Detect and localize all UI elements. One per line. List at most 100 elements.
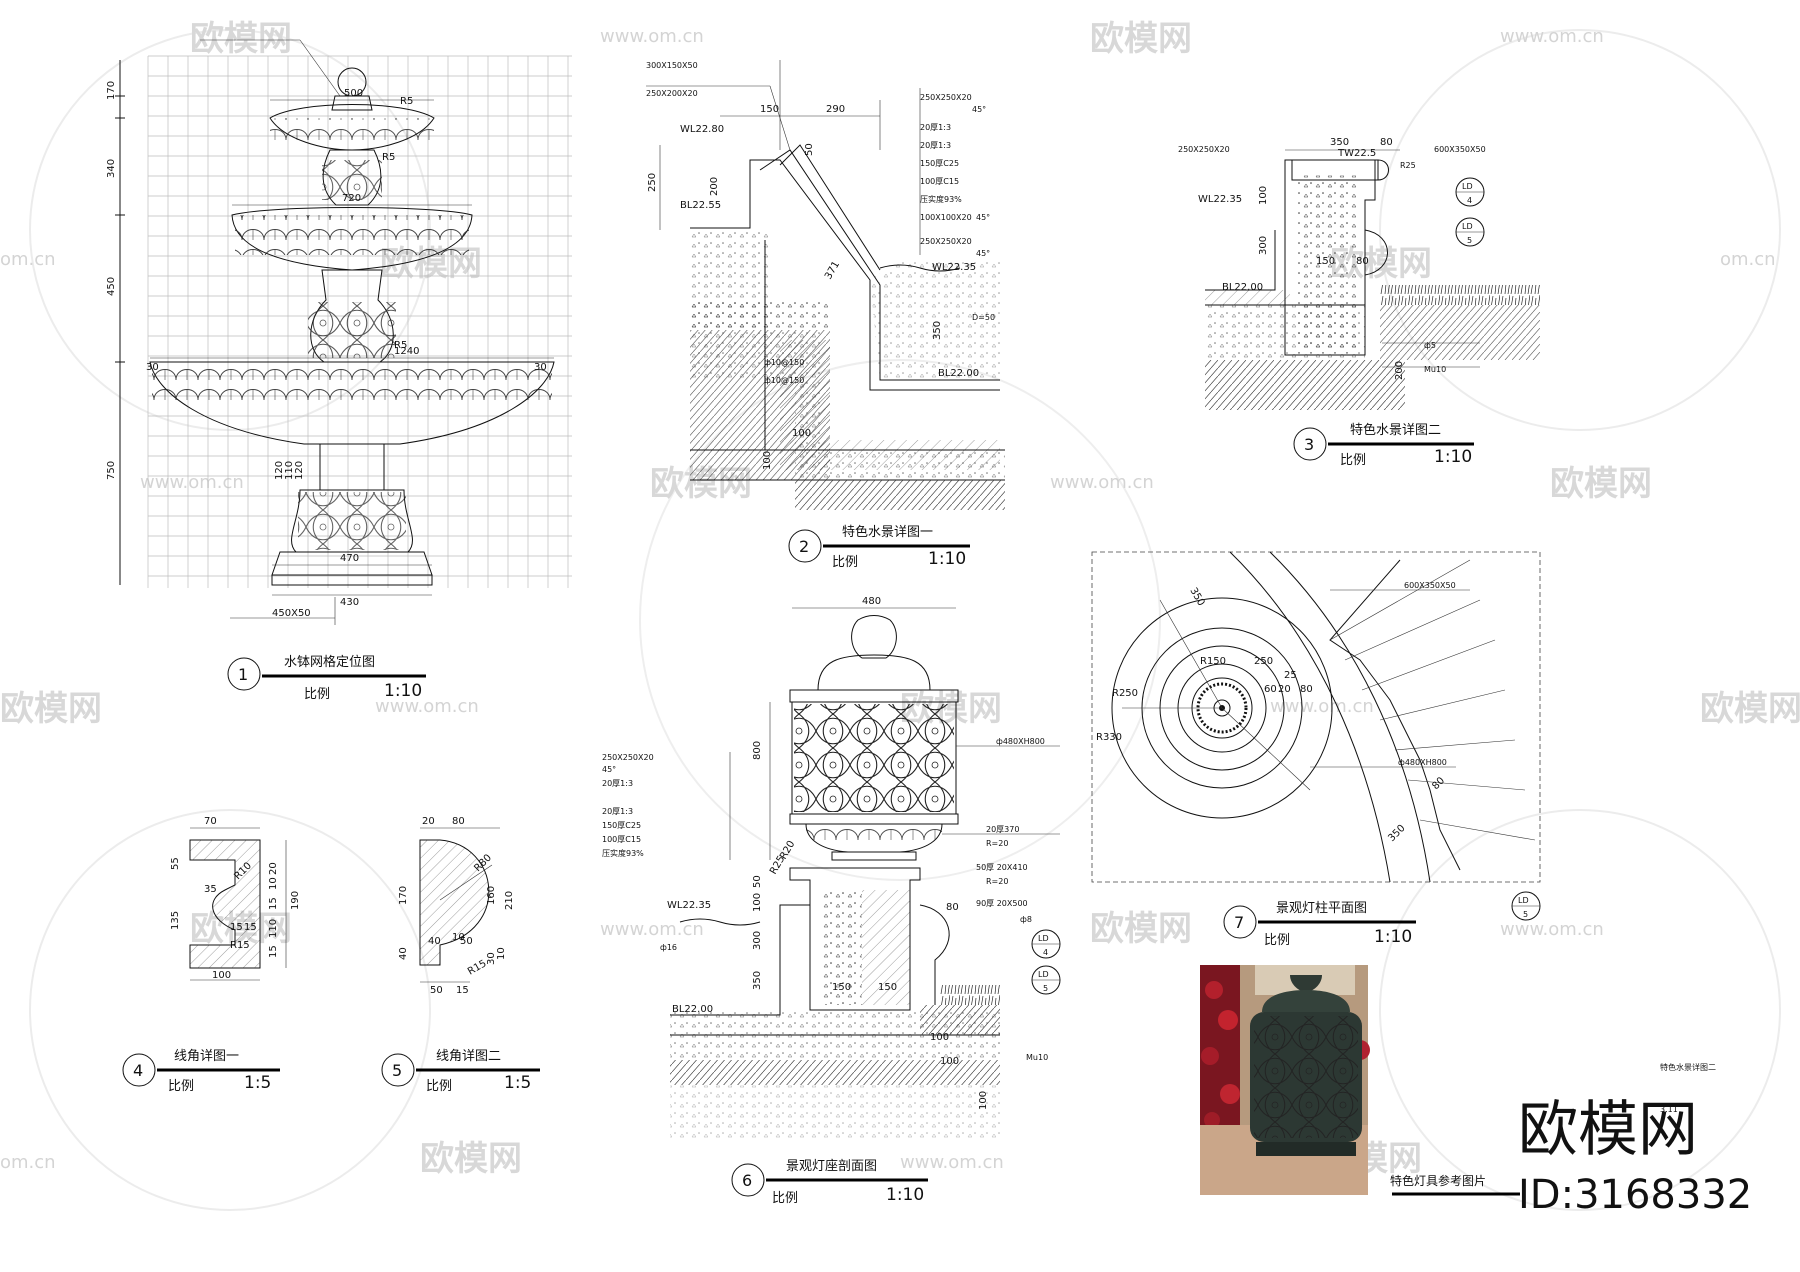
lamp-footing: [670, 867, 1000, 1140]
dim-text: 340: [106, 159, 117, 178]
detail-ref-ld5: LD 5: [1031, 965, 1061, 995]
note-text: 45°: [976, 213, 990, 222]
note-text: 压实度93%: [920, 194, 962, 204]
watermark-brand: 欧模网: [0, 689, 102, 729]
drawing-number: 3: [1304, 435, 1314, 454]
subgrade: [1205, 360, 1405, 410]
watermark-url: www.om.cn: [1050, 472, 1154, 493]
level-tag: TW22.5: [1337, 148, 1376, 159]
dim-text: R5: [394, 340, 407, 351]
detail-ref-ld5: LD 5: [1511, 891, 1541, 921]
cornice-right: [919, 904, 950, 1005]
dim-text: 60: [1264, 684, 1277, 695]
water-line: [679, 918, 761, 926]
lawn: [1380, 285, 1540, 305]
note-text: R25: [1400, 161, 1416, 170]
note-text: 150厚C25: [602, 821, 641, 830]
watermark-url: om.cn: [1720, 249, 1776, 270]
dim-text: R250: [1112, 688, 1138, 699]
drawing-scale: 1:10: [1374, 927, 1412, 947]
plan-ring-outer: [1111, 597, 1333, 819]
watermark-url: www.om.cn: [900, 1152, 1004, 1173]
detail-ref-ld5: LD 5: [1455, 217, 1485, 247]
dim-text: 100: [978, 1091, 989, 1110]
dim-text: 20: [422, 816, 435, 827]
drawing-number: 4: [133, 1061, 143, 1080]
detail-ref-ld4: LD 4: [1455, 177, 1485, 207]
dim-text: 110: [268, 919, 279, 938]
dim-text: 800: [752, 741, 763, 760]
note-text: 压实度93%: [602, 848, 644, 858]
drawing-3-section: TW22.5 WL22.35 BL22.00 350 80 250X250X20…: [1178, 137, 1540, 468]
dim-text: 720: [342, 193, 361, 204]
stairs: [1329, 559, 1461, 871]
note-text: 150厚C25: [920, 159, 959, 168]
dim-text: 40: [428, 936, 441, 947]
watermark-url: www.om.cn: [600, 26, 704, 47]
lawn: [940, 985, 1000, 1005]
dim-text: 20: [1278, 684, 1291, 695]
rebar-note: ф10@150: [764, 358, 804, 367]
drawing-number: 5: [392, 1061, 402, 1080]
note-text: 45°: [972, 105, 986, 114]
drawing-2-section: 150 290 250 200 50 371 350 100 100 WL22.…: [646, 60, 1005, 570]
scale-label: 比例: [304, 687, 330, 702]
dim-text: 110: [284, 461, 295, 480]
note-text: 20厚1:3: [920, 123, 951, 132]
watermark-url: www.om.cn: [375, 696, 479, 717]
drawing-6-title: 6 景观灯座剖面图 比例 1:10: [731, 1159, 928, 1206]
level-tag: WL22.35: [667, 900, 711, 911]
ref-tag: 5: [1467, 236, 1472, 245]
drawing-number: 2: [799, 537, 809, 556]
dim-text: 40: [398, 947, 409, 960]
ref-tag: 4: [1467, 196, 1472, 205]
dim-text: 30: [486, 952, 497, 965]
middle-bowl-texture: [235, 215, 469, 255]
watermark-url: www.om.cn: [1500, 919, 1604, 940]
dim-text: 80: [1430, 775, 1447, 792]
note-text: ф480XH800: [996, 737, 1045, 746]
small-note: 特色水景详图二: [1660, 1062, 1716, 1072]
watermark-url: om.cn: [0, 249, 56, 270]
drawing-title: 水钵网格定位图: [284, 654, 375, 670]
dim-text: 15: [244, 922, 257, 933]
note-text: Mu10: [1026, 1053, 1048, 1062]
dim-text: 450X50: [272, 608, 311, 619]
note-text: 90厚 20X500: [976, 899, 1028, 908]
dim-text: 80: [1356, 256, 1369, 267]
watermark-url: www.om.cn: [600, 919, 704, 940]
note-text: 600X350X50: [1434, 145, 1486, 154]
drawing-6-lamp-section: 480 800 R20 R25 50 100 300 350 150 150 1…: [602, 596, 1061, 1206]
watermark-brand: 欧模网: [1550, 464, 1652, 504]
dim-text: 350: [1386, 823, 1407, 844]
dim-text: 160: [486, 886, 497, 905]
drawing-1-fountain-grid: 170 340 450 750 500 720 1240 470 430 R5 …: [106, 39, 572, 702]
drawing-scale: 1:10: [1434, 447, 1472, 467]
dim-text: 290: [826, 104, 845, 115]
drawing-title: 景观灯柱平面图: [1276, 901, 1367, 916]
dim-text: 300: [1258, 236, 1269, 255]
dim-text: 135: [170, 911, 181, 930]
note-text: 45°: [976, 249, 990, 258]
dim-text: 100: [930, 1032, 949, 1043]
detail-ref-ld4: LD 4: [1031, 929, 1061, 959]
upper-stem-ornament: [322, 160, 382, 200]
dim-text: 200: [709, 177, 720, 196]
drawing-3-title: 3 特色水景详图二 比例 1:10: [1293, 422, 1474, 468]
layer-callouts: 250X250X20 45° 20厚1:3 20厚1:3 150厚C25 100…: [919, 88, 990, 258]
note-text: 50厚 20X410: [976, 863, 1028, 872]
dim-text: 20: [268, 862, 279, 875]
dim-text: R330: [1096, 732, 1122, 743]
wall-outline: [690, 159, 1000, 391]
note-text: 20厚1:3: [602, 807, 633, 816]
brand-logo-text: 欧模网: [1518, 1095, 1698, 1165]
plan-boundary: [1091, 551, 1541, 883]
ref-tag: LD: [1038, 934, 1049, 943]
dim-text: 450: [106, 277, 117, 296]
drawing-4-molding: 70 55 35 100 R10 135 15 15 R15 20 10 15 …: [122, 816, 301, 1094]
level-tag: BL22.00: [1222, 282, 1263, 293]
dim-text: 10: [496, 947, 507, 960]
drawing-scale: 1:10: [928, 549, 966, 569]
dim-text: 55: [170, 857, 181, 870]
